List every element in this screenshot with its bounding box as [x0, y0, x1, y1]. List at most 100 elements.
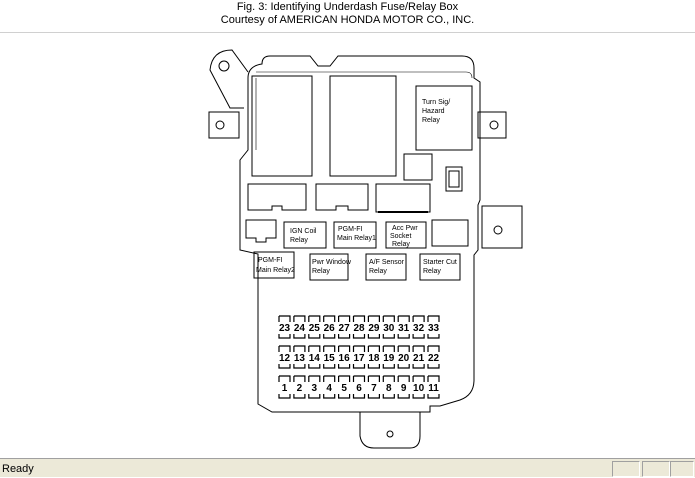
mount-hole [218, 60, 230, 72]
fuse-number-label: 11 [428, 383, 439, 394]
large-relay-left [251, 75, 313, 177]
fuse-slot [382, 315, 395, 339]
fuse-number-label: 5 [341, 383, 347, 394]
fuse-slot [427, 315, 440, 339]
turn-signal-relay-box [415, 85, 473, 151]
status-text: Ready [2, 463, 34, 475]
fuse-number-label: 15 [324, 353, 336, 364]
fuse-number-label: 28 [353, 323, 365, 334]
fuse-slot [338, 315, 351, 339]
status-pane [612, 461, 640, 477]
fuse-slot [338, 375, 351, 399]
fuse-number-label: 30 [383, 323, 395, 334]
fuse-slot [367, 315, 380, 339]
fuse-number-label: 1 [282, 383, 288, 394]
fuse-slot [367, 375, 380, 399]
fuse-slot [278, 375, 291, 399]
fuse-slot [278, 345, 291, 369]
mount-hole [386, 430, 394, 438]
fuse-slot [367, 345, 380, 369]
fuse-slot [352, 375, 366, 399]
fuse-number-label: 33 [428, 323, 440, 334]
connector-socket-3 [375, 183, 431, 213]
fuse-number-label: 19 [383, 353, 395, 364]
fuse-number-label: 14 [309, 353, 321, 364]
fuse-number-label: 4 [326, 383, 332, 394]
fuse-slot [412, 315, 425, 339]
fuse-number-label: 10 [413, 383, 425, 394]
status-pane [642, 461, 670, 477]
fuse-slot [323, 315, 336, 339]
housing-inner-edge [255, 71, 473, 150]
ign-coil-relay-box [283, 221, 327, 249]
fuse-slot [397, 315, 410, 339]
fuse-slot [412, 345, 425, 369]
fuse-slot [323, 345, 336, 369]
mount-ear-top-left [209, 49, 249, 109]
fuse-number-label: 2 [297, 383, 303, 394]
fuse-number-label: 21 [413, 353, 425, 364]
connector-socket-2 [315, 183, 369, 211]
fuse-slot [427, 345, 440, 369]
mount-ear-left [208, 111, 240, 139]
fuse-slot [308, 345, 321, 369]
figure-caption: Fig. 3: Identifying Underdash Fuse/Relay… [0, 0, 695, 33]
fuse-number-label: 27 [339, 323, 351, 334]
fuse-number-label: 29 [368, 323, 380, 334]
mount-hole [489, 120, 499, 130]
socket-right [431, 219, 469, 247]
bottom-lug [359, 412, 421, 449]
mount-hole [215, 120, 225, 130]
fuse-slot [352, 315, 366, 339]
fuse-slot [308, 375, 321, 399]
fuse-number-label: 3 [312, 383, 318, 394]
fuse-slot [382, 375, 395, 399]
fuse-number-label: 13 [294, 353, 306, 364]
fuse-number-label: 22 [428, 353, 440, 364]
fuse-slot [293, 315, 306, 339]
fuse-number-label: 32 [413, 323, 425, 334]
fuse-number-label: 7 [371, 383, 377, 394]
fuse-slot [427, 375, 440, 399]
small-relay [403, 153, 433, 181]
acc-pwr-socket-relay-box [385, 221, 427, 249]
fuse-number-label: 6 [356, 383, 362, 394]
fuse-box-housing [239, 55, 481, 413]
pgm-fi-main-relay-1-box [333, 221, 377, 249]
fuse-slot [382, 345, 395, 369]
mount-hole [493, 225, 503, 235]
fuse-number-label: 20 [398, 353, 410, 364]
fuse-number-label: 26 [324, 323, 336, 334]
connector-socket-1 [247, 183, 307, 211]
connector-tab-right [481, 205, 523, 249]
fuse-number-label: 16 [339, 353, 351, 364]
af-sensor-relay-box [365, 253, 407, 281]
fuse-slot [338, 345, 351, 369]
caption-title: Fig. 3: Identifying Underdash Fuse/Relay… [236, 1, 459, 13]
fuse-number-label: 31 [398, 323, 410, 334]
fuse-number-label: 8 [386, 383, 392, 394]
fuse-number-label: 9 [401, 383, 407, 394]
fuse-slot [308, 315, 321, 339]
fuse-slot [293, 345, 306, 369]
mount-ear-right [477, 111, 507, 139]
status-bar: Ready [0, 458, 695, 477]
fuse-slot [352, 345, 366, 369]
large-relay-center [329, 75, 397, 177]
fuse-slot [293, 375, 306, 399]
fuse-number-label: 23 [279, 323, 291, 334]
fuse-number-label: 12 [279, 353, 291, 364]
caption-credit: Courtesy of AMERICAN HONDA MOTOR CO., IN… [220, 14, 475, 26]
fuse-number-label: 18 [368, 353, 380, 364]
starter-cut-relay-box [419, 253, 461, 281]
fuse-slot [323, 375, 336, 399]
